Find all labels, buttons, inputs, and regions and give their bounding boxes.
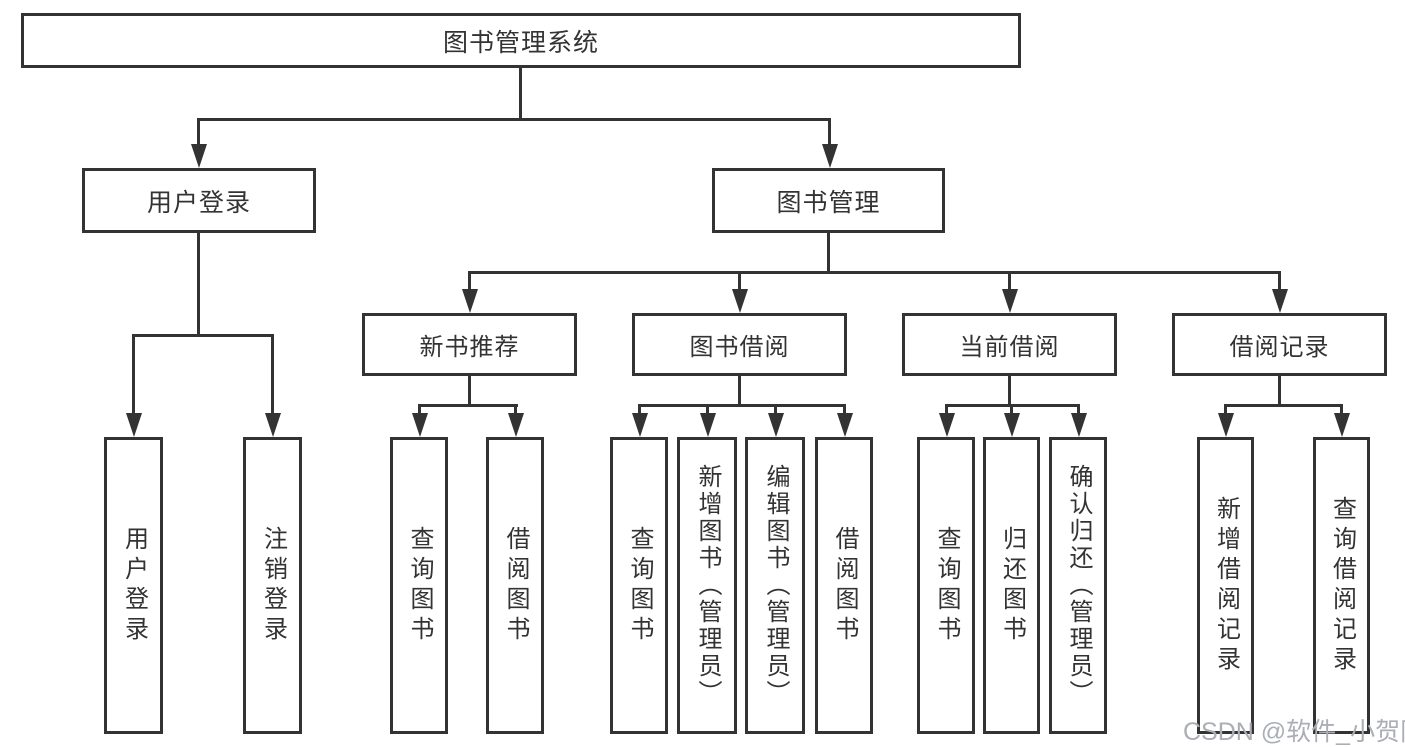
arrow-down-icon — [508, 413, 524, 437]
connector-line — [1224, 404, 1227, 416]
connector-line — [1077, 404, 1080, 416]
node-label: 借阅记录 — [1229, 334, 1330, 361]
connector-line — [945, 404, 948, 416]
connector-line — [197, 118, 831, 121]
arrow-down-icon — [191, 144, 207, 168]
arrow-down-icon — [1272, 289, 1288, 313]
connector-line — [738, 376, 741, 407]
arrow-down-icon — [462, 289, 478, 313]
node-user-login: 用户登录 — [82, 168, 316, 233]
leaf-user-login: 用户登录 — [104, 437, 163, 734]
leaf-borrow-book: 借阅图书 — [815, 437, 873, 734]
node-label: 借阅图书 — [831, 525, 858, 646]
arrow-down-icon — [1218, 413, 1234, 437]
arrow-down-icon — [732, 289, 748, 313]
connector-line — [132, 334, 135, 416]
connector-line — [418, 404, 421, 416]
connector-line — [468, 271, 471, 291]
node-label: 注销登录 — [259, 525, 287, 646]
node-borrow-record: 借阅记录 — [1172, 313, 1387, 376]
leaf-query-borrow-record: 查询借阅记录 — [1313, 437, 1370, 734]
connector-line — [514, 404, 517, 416]
connector-line — [418, 404, 518, 407]
node-label: 当前借阅 — [959, 334, 1060, 361]
connector-line — [843, 404, 846, 416]
node-label: 用户登录 — [146, 188, 251, 217]
connector-line — [738, 271, 741, 291]
connector-line — [132, 334, 273, 337]
arrow-down-icon — [822, 144, 838, 168]
node-book-management: 图书管理 — [712, 168, 945, 233]
arrow-down-icon — [1002, 289, 1018, 313]
node-label: 编辑图书（管理员） — [762, 464, 789, 707]
arrow-down-icon — [412, 413, 428, 437]
arrow-down-icon — [700, 413, 716, 437]
node-label: 新书推荐 — [419, 334, 520, 361]
leaf-return-book: 归还图书 — [983, 437, 1040, 734]
arrow-down-icon — [1071, 413, 1087, 437]
connector-line — [1010, 404, 1013, 416]
connector-line — [197, 233, 200, 337]
connector-line — [1008, 376, 1011, 407]
arrow-down-icon — [768, 413, 784, 437]
connector-line — [519, 68, 522, 121]
node-label: 借阅图书 — [502, 525, 529, 646]
node-book-borrow: 图书借阅 — [632, 313, 847, 376]
leaf-confirm-return-admin: 确认归还（管理员） — [1049, 437, 1107, 734]
node-label: 归还图书 — [998, 525, 1026, 646]
leaf-query-book-current: 查询图书 — [917, 437, 975, 734]
connector-line — [1224, 404, 1343, 407]
node-label: 查询借阅记录 — [1328, 495, 1356, 676]
connector-line — [774, 404, 777, 416]
arrow-down-icon — [939, 413, 955, 437]
node-library-system: 图书管理系统 — [21, 13, 1021, 68]
node-label: 查询图书 — [933, 525, 960, 646]
arrow-down-icon — [126, 413, 142, 437]
connector-line — [706, 404, 709, 416]
leaf-query-book-borrow: 查询图书 — [610, 437, 668, 734]
connector-line — [1278, 376, 1281, 407]
node-label: 图书管理 — [776, 188, 881, 217]
arrow-down-icon — [632, 413, 648, 437]
connector-line — [828, 118, 831, 148]
node-label: 查询图书 — [406, 525, 433, 646]
connector-line — [827, 233, 830, 274]
connector-line — [1340, 404, 1343, 416]
arrow-down-icon — [1004, 413, 1020, 437]
connector-line — [1278, 271, 1281, 291]
leaf-logout: 注销登录 — [243, 437, 302, 734]
connector-line — [638, 404, 641, 416]
node-label: 图书管理系统 — [442, 28, 599, 57]
node-label: 确认归还（管理员） — [1065, 464, 1092, 707]
arrow-down-icon — [1334, 413, 1350, 437]
leaf-add-book-admin: 新增图书（管理员） — [677, 437, 737, 734]
node-new-book-recommend: 新书推荐 — [362, 313, 577, 376]
node-current-borrow: 当前借阅 — [902, 313, 1117, 376]
connector-line — [271, 334, 274, 416]
node-label: 查询图书 — [626, 525, 653, 646]
arrow-down-icon — [265, 413, 281, 437]
csdn-watermark: CSDN @软件_小贺同学 — [1183, 718, 1405, 746]
node-label: 用户登录 — [120, 525, 148, 646]
connector-line — [468, 271, 1281, 274]
connector-line — [197, 118, 200, 148]
node-label: 图书借阅 — [689, 334, 790, 361]
arrow-down-icon — [837, 413, 853, 437]
connector-line — [468, 376, 471, 407]
leaf-borrow-book-recommend: 借阅图书 — [486, 437, 544, 734]
connector-line — [1008, 271, 1011, 291]
node-label: 新增图书（管理员） — [694, 464, 721, 707]
leaf-query-book-recommend: 查询图书 — [390, 437, 448, 734]
leaf-edit-book-admin: 编辑图书（管理员） — [745, 437, 805, 734]
connector-line — [638, 404, 846, 407]
leaf-add-borrow-record: 新增借阅记录 — [1197, 437, 1254, 734]
node-label: 新增借阅记录 — [1212, 495, 1240, 676]
